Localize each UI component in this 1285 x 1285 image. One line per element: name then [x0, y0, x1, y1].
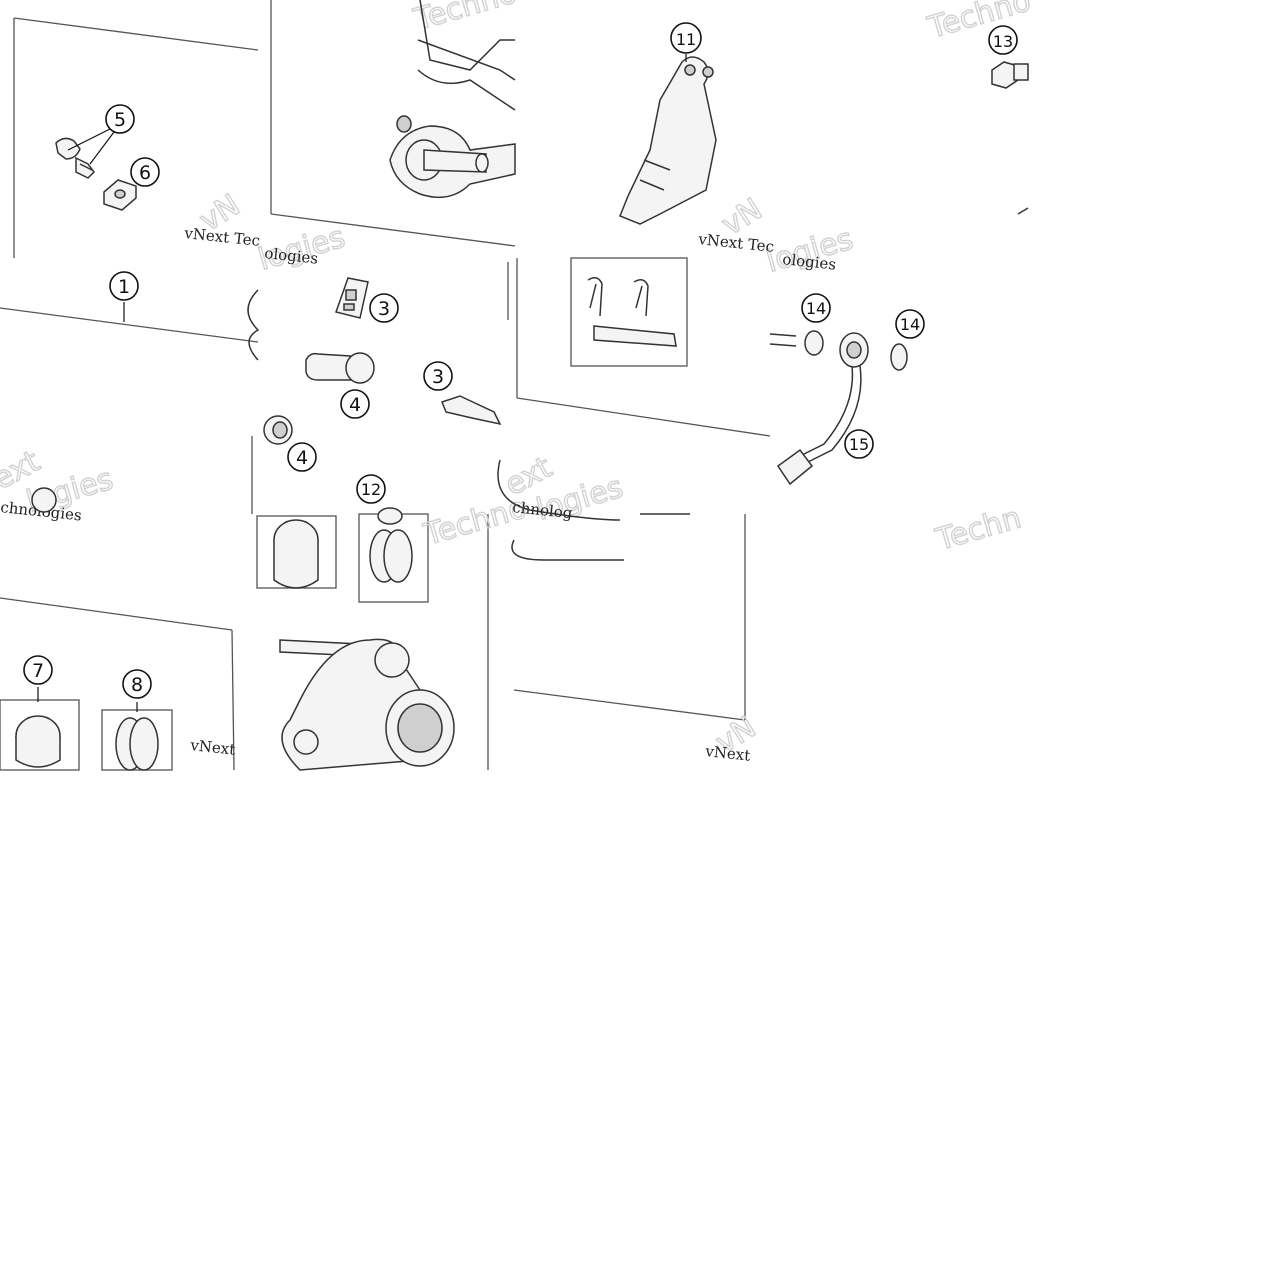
callout-6-label: 6 [139, 162, 151, 184]
piston-seal-part [115, 507, 413, 771]
signature-tail-2: ologies [782, 250, 837, 274]
watermark-techn-4: Techn [932, 500, 1025, 558]
callout-11: 11 [670, 22, 702, 54]
callout-4-upper-label: 4 [349, 394, 361, 416]
signature-4: vNext [704, 742, 752, 765]
leader-lines [37, 54, 687, 712]
signature-2: vNext Tec [697, 230, 775, 256]
callout-1-label: 1 [118, 276, 130, 298]
callout-11-label: 11 [676, 30, 696, 49]
callout-15: 15 [844, 429, 874, 459]
caliper-body-part [389, 0, 516, 199]
callout-13-label: 13 [993, 32, 1013, 51]
callout-layer: 5 6 11 13 1 3 3 4 [23, 22, 1018, 699]
piston-part [15, 519, 319, 768]
watermark-techno-2: Techno [924, 0, 1035, 46]
watermark-techno-1: Techno [410, 0, 521, 38]
caliper-bracket-part [279, 638, 455, 771]
callout-14-left: 14 [801, 293, 831, 323]
callout-12: 12 [356, 474, 386, 504]
caliper-housing-part [31, 289, 260, 513]
parts-layer [15, 0, 1029, 771]
hose-loop-part [497, 459, 690, 561]
bleeder-cap-part [103, 179, 137, 211]
callout-14-left-label: 14 [806, 299, 826, 318]
signature-1: vNext Tec [183, 224, 261, 250]
callout-5-label: 5 [114, 109, 126, 131]
callout-5: 5 [105, 104, 135, 134]
callout-8-label: 8 [131, 674, 143, 696]
callout-7: 7 [23, 655, 53, 685]
callout-13: 13 [988, 25, 1018, 55]
callout-4-lower: 4 [287, 442, 317, 472]
bolt-part [991, 61, 1029, 89]
brake-hose-part [776, 332, 869, 486]
callout-3-lower: 3 [423, 361, 453, 391]
guide-pin-part [263, 352, 375, 445]
hose-fragment [1017, 207, 1029, 215]
callout-3-lower-label: 3 [432, 366, 444, 388]
sealing-washer-part [769, 330, 908, 371]
signature-3: vNext [189, 736, 237, 759]
callout-14-right-label: 14 [900, 315, 920, 334]
watermark-logies-4: logies [763, 222, 857, 280]
bleeder-valve-part [55, 137, 95, 179]
callout-4-upper: 4 [340, 389, 370, 419]
callout-6: 6 [130, 157, 160, 187]
callout-3-upper-label: 3 [378, 298, 390, 320]
callout-1: 1 [109, 271, 139, 301]
callout-3-upper: 3 [369, 293, 399, 323]
callout-14-right: 14 [895, 309, 925, 339]
brake-pad-part [619, 56, 717, 225]
callout-8: 8 [122, 669, 152, 699]
callout-12-label: 12 [361, 480, 381, 499]
signature-tail-1: ologies [264, 244, 319, 268]
pins-and-clips-part [587, 277, 677, 347]
callout-4-lower-label: 4 [296, 447, 308, 469]
pad-spring-part [335, 277, 502, 426]
callout-15-label: 15 [849, 435, 869, 454]
callout-7-label: 7 [32, 660, 44, 682]
